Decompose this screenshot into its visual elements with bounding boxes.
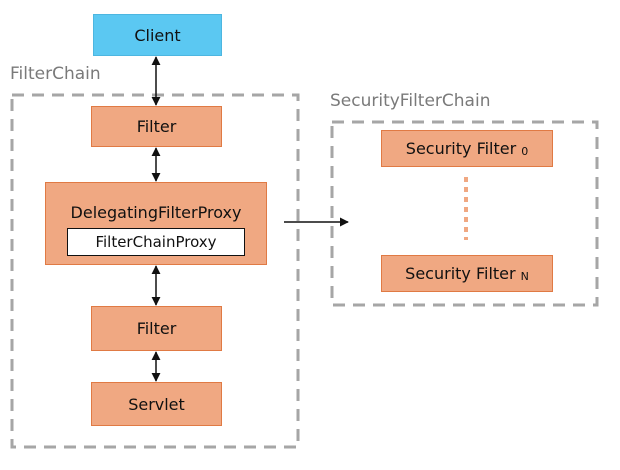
servlet-label: Servlet [128,394,185,414]
filter-node-bottom: Filter [91,306,222,351]
security-filter-chain-group [330,120,599,307]
filter-chain-label: FilterChain [10,64,101,84]
security-filter-0-label: Security Filter [405,139,517,158]
security-filter-0-node: Security Filter 0 [381,130,553,167]
security-filter-n-label: Security Filter [405,264,516,283]
filter-chain-proxy-node: FilterChainProxy [67,228,245,256]
delegating-filter-proxy-label: DelegatingFilterProxy [70,203,242,222]
servlet-node: Servlet [91,382,222,426]
filter-top-label: Filter [136,117,177,136]
security-filter-chain-label: SecurityFilterChain [330,91,491,111]
delegating-filter-proxy-node: DelegatingFilterProxy FilterChainProxy [45,182,267,265]
client-label: Client [134,25,181,45]
filter-chain-proxy-label: FilterChainProxy [95,233,217,251]
security-filter-0-subscript: 0 [521,145,529,158]
security-filter-n-node: Security Filter N [381,255,553,292]
filter-bottom-label: Filter [136,319,177,338]
client-node: Client [93,14,222,56]
filter-node-top: Filter [91,106,222,147]
security-filter-n-subscript: N [520,270,529,283]
